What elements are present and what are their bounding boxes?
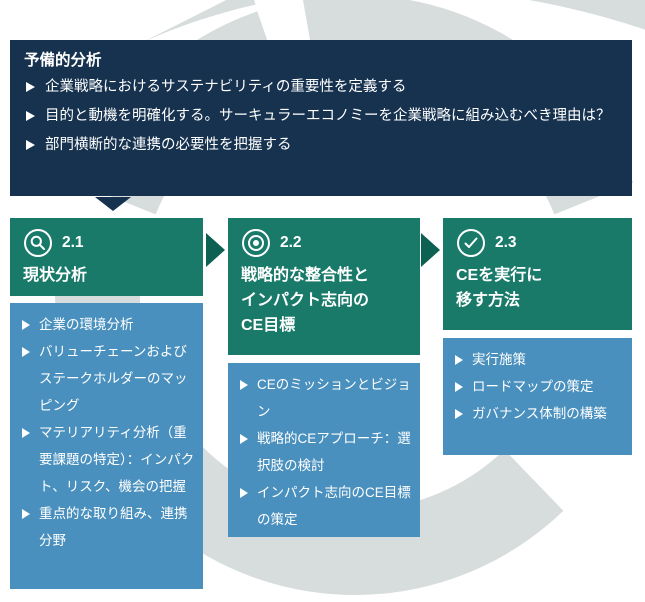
- magnifier-icon: [24, 229, 52, 257]
- bullet-arrow-icon: [26, 82, 35, 92]
- bullet-text: 企業の環境分析: [39, 317, 134, 332]
- preliminary-analysis-list: 企業戦略におけるサステナビリティの重要性を定義する 目的と動機を明確化する。サー…: [24, 73, 616, 160]
- step-title: 現状分析: [23, 267, 88, 284]
- target-icon: [242, 229, 270, 257]
- check-circle-icon: [457, 229, 485, 257]
- step-2-1-number-row: 2.1: [23, 228, 193, 258]
- bullet-text: マテリアリティ分析（重要課題の特定）：インパクト、リスク、機会の把握: [39, 425, 195, 494]
- step-2-2-header: 2.2 戦略的な整合性と インパクト志向の CE目標: [228, 218, 420, 355]
- list-item: 部門横断的な連携の必要性を把握する: [24, 131, 616, 160]
- list-item: バリューチェーンおよびステークホルダーのマッピング: [22, 338, 197, 419]
- list-item: マテリアリティ分析（重要課題の特定）：インパクト、リスク、機会の把握: [22, 419, 197, 500]
- list-item: インパクト志向のCE目標の策定: [240, 479, 414, 533]
- bullet-arrow-icon: [455, 354, 463, 365]
- step-2-2-number-row: 2.2: [241, 228, 410, 258]
- step-2-2-body: CEのミッションとビジョン 戦略的CEアプローチ：選択肢の検討 インパクト志向の…: [228, 363, 420, 537]
- step-title: CEを実行に 移す方法: [456, 267, 543, 309]
- step-2-1-list: 企業の環境分析 バリューチェーンおよびステークホルダーのマッピング マテリアリテ…: [22, 311, 197, 554]
- bullet-text: 目的と動機を明確化する。サーキュラーエコノミーを企業戦略に組み込むべき理由は？: [45, 108, 611, 124]
- list-item: 企業の環境分析: [22, 311, 197, 338]
- list-item: ロードマップの策定: [455, 373, 626, 400]
- bullet-text: 戦略的CEアプローチ：選択肢の検討: [257, 431, 411, 473]
- step-number: 2.2: [280, 234, 302, 251]
- list-item: 戦略的CEアプローチ：選択肢の検討: [240, 425, 414, 479]
- step-2-1-body: 企業の環境分析 バリューチェーンおよびステークホルダーのマッピング マテリアリテ…: [10, 303, 203, 589]
- step-2-3-list: 実行施策 ロードマップの策定 ガバナンス体制の構築: [455, 346, 626, 427]
- bullet-arrow-icon: [455, 381, 463, 392]
- bullet-text: 実行施策: [472, 352, 526, 367]
- bullet-text: ガバナンス体制の構築: [472, 406, 607, 421]
- bullet-arrow-icon: [22, 346, 30, 357]
- list-item: CEのミッションとビジョン: [240, 371, 414, 425]
- step-2-1-header: 2.1 現状分析: [10, 218, 203, 296]
- bullet-text: 企業戦略におけるサステナビリティの重要性を定義する: [45, 79, 407, 95]
- preliminary-analysis-title: 予備的分析: [24, 52, 102, 69]
- bullet-arrow-icon: [240, 433, 248, 444]
- preliminary-analysis-box: 予備的分析 企業戦略におけるサステナビリティの重要性を定義する 目的と動機を明確…: [10, 40, 632, 196]
- list-item: ガバナンス体制の構築: [455, 400, 626, 427]
- bullet-arrow-icon: [22, 427, 30, 438]
- bullet-arrow-icon: [240, 487, 248, 498]
- bullet-text: ロードマップの策定: [472, 379, 594, 394]
- bullet-arrow-icon: [26, 111, 35, 121]
- bullet-arrow-icon: [240, 379, 248, 390]
- step-2-3-header: 2.3 CEを実行に 移す方法: [443, 218, 632, 330]
- list-item: 目的と動機を明確化する。サーキュラーエコノミーを企業戦略に組み込むべき理由は？: [24, 102, 616, 131]
- down-arrow-icon: [95, 197, 131, 211]
- list-item: 企業戦略におけるサステナビリティの重要性を定義する: [24, 73, 616, 102]
- bullet-text: 重点的な取り組み、連携分野: [39, 506, 188, 548]
- list-item: 実行施策: [455, 346, 626, 373]
- step-number: 2.1: [62, 234, 84, 251]
- bullet-text: 部門横断的な連携の必要性を把握する: [45, 137, 292, 153]
- bullet-text: バリューチェーンおよびステークホルダーのマッピング: [39, 344, 188, 413]
- bullet-arrow-icon: [455, 408, 463, 419]
- step-title: 戦略的な整合性と インパクト志向の CE目標: [241, 267, 370, 334]
- bullet-arrow-icon: [22, 508, 30, 519]
- right-arrow-icon: [206, 233, 225, 267]
- bullet-arrow-icon: [22, 319, 30, 330]
- list-item: 重点的な取り組み、連携分野: [22, 500, 197, 554]
- bullet-arrow-icon: [26, 140, 35, 150]
- bullet-text: CEのミッションとビジョン: [257, 377, 411, 419]
- right-arrow-icon: [421, 233, 440, 267]
- step-2-3-number-row: 2.3: [456, 228, 622, 258]
- step-number: 2.3: [495, 234, 517, 251]
- step-2-3-body: 実行施策 ロードマップの策定 ガバナンス体制の構築: [443, 338, 632, 455]
- step-2-2-list: CEのミッションとビジョン 戦略的CEアプローチ：選択肢の検討 インパクト志向の…: [240, 371, 414, 533]
- bullet-text: インパクト志向のCE目標の策定: [257, 485, 411, 527]
